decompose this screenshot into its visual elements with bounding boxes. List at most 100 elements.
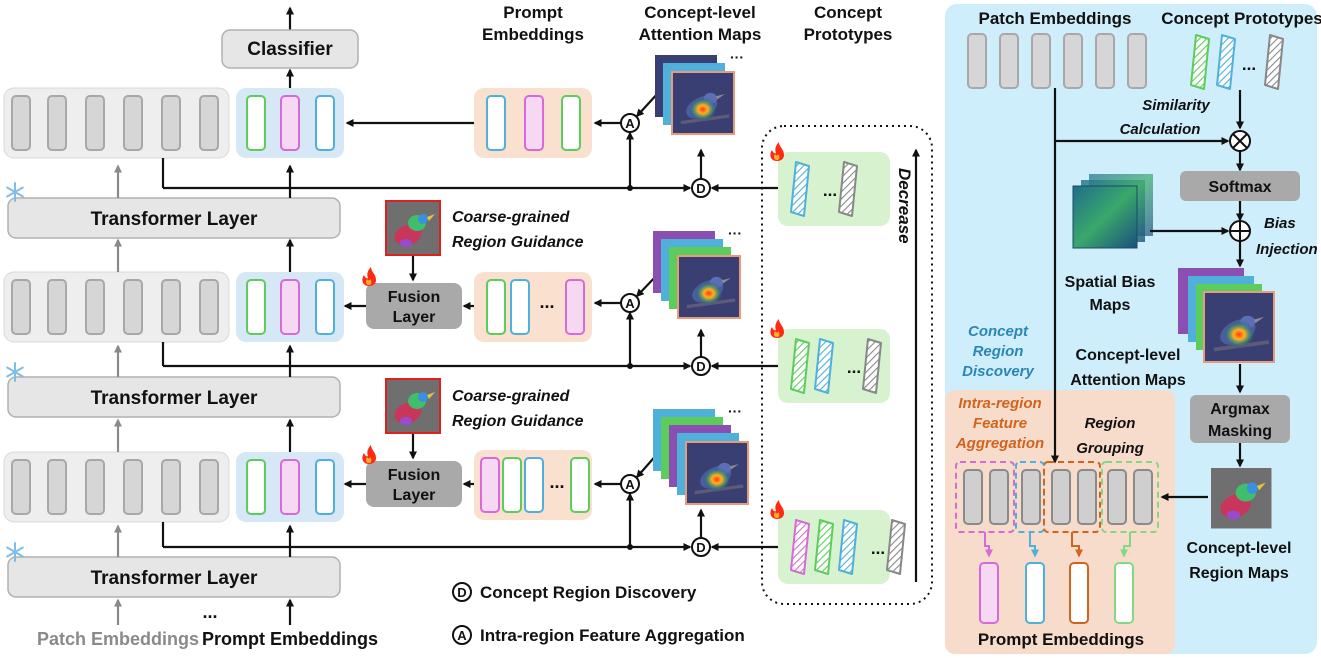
legend-a-icon	[452, 625, 472, 645]
attention-maps-title-2: Attention Maps	[639, 25, 762, 44]
patch-token-group[interactable]	[3, 451, 230, 523]
rp-concept-prototypes: Concept Prototypes	[1161, 9, 1321, 28]
fusion-layer-2[interactable]	[366, 461, 462, 507]
patch-token	[11, 95, 31, 151]
discovery-op-icon	[691, 178, 711, 198]
rp-patch-token	[1063, 33, 1083, 89]
rp-intra-3: Aggregation	[955, 435, 1044, 452]
rp-prototype-gray	[1264, 34, 1284, 90]
rp-prompt-embeddings: Prompt Embeddings	[978, 630, 1144, 649]
decrease-label: Decrease	[895, 168, 914, 244]
prompt-embeddings-label: Prompt Embeddings	[202, 629, 378, 649]
transformer-layer-2[interactable]	[7, 376, 341, 418]
coarse-guidance-label-1b: Region Guidance	[452, 234, 584, 251]
attention-map-stack-1: ···	[655, 49, 744, 135]
map-stack-dots: ···	[728, 225, 742, 241]
classifier-label: Classifier	[247, 39, 333, 60]
rp-region-maps-2: Region Maps	[1189, 565, 1289, 582]
prompt-token-cyan	[315, 459, 335, 515]
rp-region-token	[1077, 469, 1097, 525]
rp-discovery-3: Discovery	[962, 363, 1034, 380]
rp-spatial-2: Maps	[1090, 297, 1131, 314]
patch-token-group[interactable]	[3, 87, 230, 159]
patch-embeddings-label: Patch Embeddings	[37, 629, 199, 649]
transformer-layer-label-3: Transformer Layer	[91, 568, 258, 589]
patch-token	[123, 459, 143, 515]
bottom-dots: ...	[202, 602, 217, 622]
rp-intra-1: Intra-region	[958, 395, 1041, 412]
rp-bias-1: Bias	[1264, 215, 1296, 232]
coarse-guidance-label-1a: Coarse-grained	[452, 209, 571, 226]
attention-map-image	[686, 442, 748, 504]
layer-arrows	[114, 164, 294, 625]
rp-region-maps-1: Concept-level	[1187, 540, 1292, 557]
prompt-token-green	[246, 279, 266, 335]
patch-token	[11, 459, 31, 515]
junction-dot	[627, 185, 633, 191]
region-group-box	[1043, 461, 1101, 533]
rp-region-token	[1133, 469, 1153, 525]
region-group-box	[955, 461, 1015, 533]
rp-region-token	[1051, 469, 1071, 525]
classifier-box[interactable]	[221, 29, 359, 69]
prototype-token	[790, 161, 810, 217]
patch-token	[47, 459, 67, 515]
prompt-token-green	[246, 459, 266, 515]
softmax-box[interactable]	[1180, 171, 1300, 201]
transformer-layer-1[interactable]	[7, 197, 341, 239]
discovery-op-icon-letter: D	[696, 540, 705, 555]
patch-token	[85, 95, 105, 151]
patch-token-group[interactable]	[3, 271, 230, 343]
patch-token	[199, 459, 219, 515]
flame-icon	[770, 142, 784, 161]
attention-map-stack-2: ···	[653, 225, 742, 319]
prompt-token-pink	[524, 95, 544, 151]
bird-heat-image	[672, 72, 734, 134]
fusion-layer-label-1a: Fusion	[388, 289, 440, 306]
patch-token	[123, 279, 143, 335]
rp-discovery-1: Concept	[968, 323, 1029, 340]
patch-token	[85, 459, 105, 515]
rp-attention-maps	[1178, 268, 1275, 363]
fusion-layer-label-2a: Fusion	[388, 467, 440, 484]
attention-map-image	[678, 256, 740, 318]
argmax-box[interactable]	[1190, 395, 1290, 443]
rp-prototype-cyan	[1216, 34, 1236, 90]
prototype-token	[790, 519, 810, 575]
attention-map-image	[672, 72, 734, 134]
coarse-guidance-label-2a: Coarse-grained	[452, 388, 571, 405]
patch-token	[11, 279, 31, 335]
prototype-token	[838, 161, 858, 217]
fusion-layer-1[interactable]	[366, 283, 462, 329]
bird-heat-image	[678, 256, 740, 318]
ellipsis: ...	[847, 358, 861, 377]
prompt-token-green	[486, 279, 506, 335]
ellipsis: ...	[823, 181, 837, 200]
rp-bias-2: Injection	[1256, 241, 1318, 258]
transformer-layer-3[interactable]	[7, 556, 341, 598]
discovery-op-icon	[691, 356, 711, 376]
fusion-layer-label-2b: Layer	[393, 487, 436, 504]
ellipsis: ...	[871, 539, 885, 558]
map-border	[685, 441, 749, 505]
prototype-token	[814, 338, 834, 394]
ellipsis: ...	[539, 292, 554, 312]
patch-token	[161, 459, 181, 515]
rp-spatial-1: Spatial Bias	[1065, 274, 1156, 291]
patch-token	[47, 95, 67, 151]
flame-icon	[770, 500, 784, 519]
prompt-embeddings-title-1: Prompt	[503, 3, 563, 22]
rp-patch-token	[999, 33, 1019, 89]
flame-icon	[362, 445, 376, 464]
legend-d-label: Concept Region Discovery	[480, 583, 697, 602]
prompt-token-cyan	[510, 279, 530, 335]
legend-a-letter: A	[457, 628, 467, 643]
prototype-token	[862, 338, 882, 394]
prompt-token-pink	[280, 279, 300, 335]
rp-prototype-green	[1190, 34, 1210, 90]
patch-token	[199, 279, 219, 335]
legend-a-label: Intra-region Feature Aggregation	[480, 626, 745, 645]
prompt-embeddings-title-2: Embeddings	[482, 25, 584, 44]
rp-region-token	[1021, 469, 1041, 525]
